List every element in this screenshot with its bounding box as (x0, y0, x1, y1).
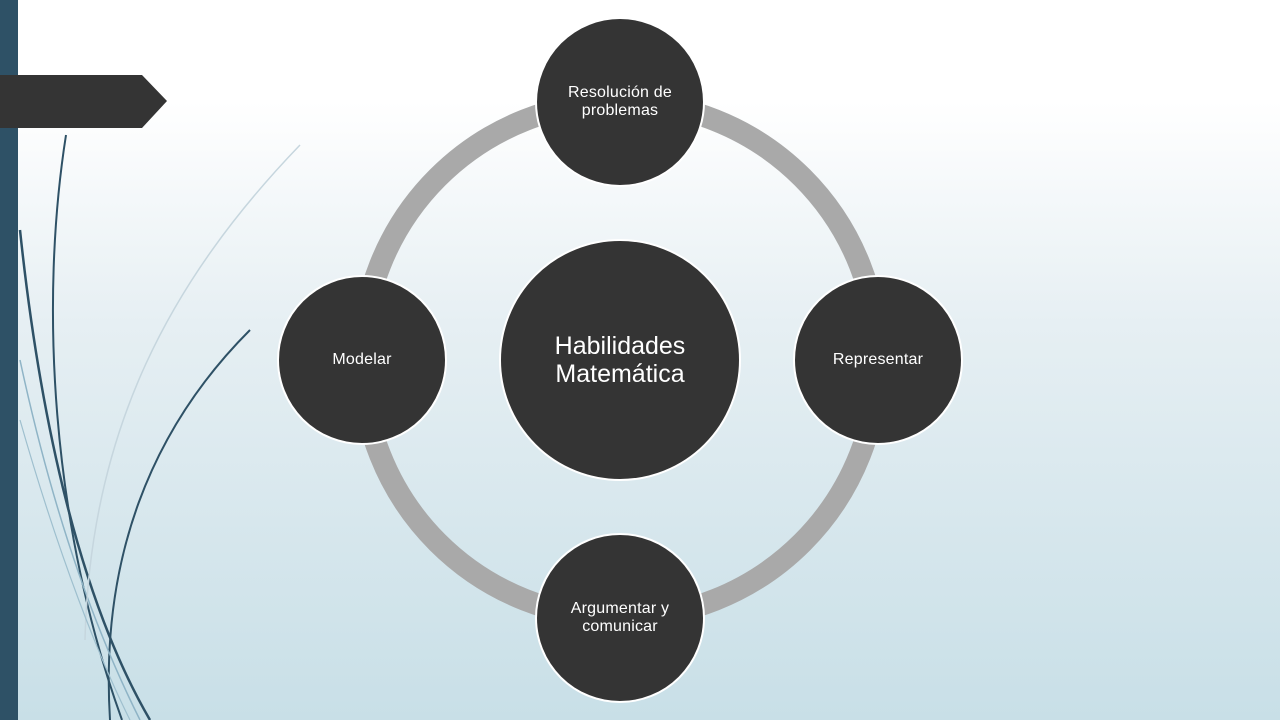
decorative-curves (18, 134, 301, 720)
node-argumentar-circle (535, 533, 705, 703)
node-representar-label: Representar (832, 350, 924, 368)
accent-side-bar (0, 0, 18, 720)
node-representar-circle (793, 275, 963, 445)
node-resolucion-circle (535, 17, 705, 187)
node-modelar-circle (277, 275, 447, 445)
center-node-label: Habilidades Matemática (554, 332, 686, 388)
node-argumentar-label: Argumentar y comunicar (570, 599, 670, 635)
node-resolucion-label: Resolución de problemas (568, 83, 672, 119)
node-modelar-label: Modelar (332, 350, 392, 368)
center-node-circle (499, 239, 741, 481)
title-tag-shape (0, 75, 167, 128)
